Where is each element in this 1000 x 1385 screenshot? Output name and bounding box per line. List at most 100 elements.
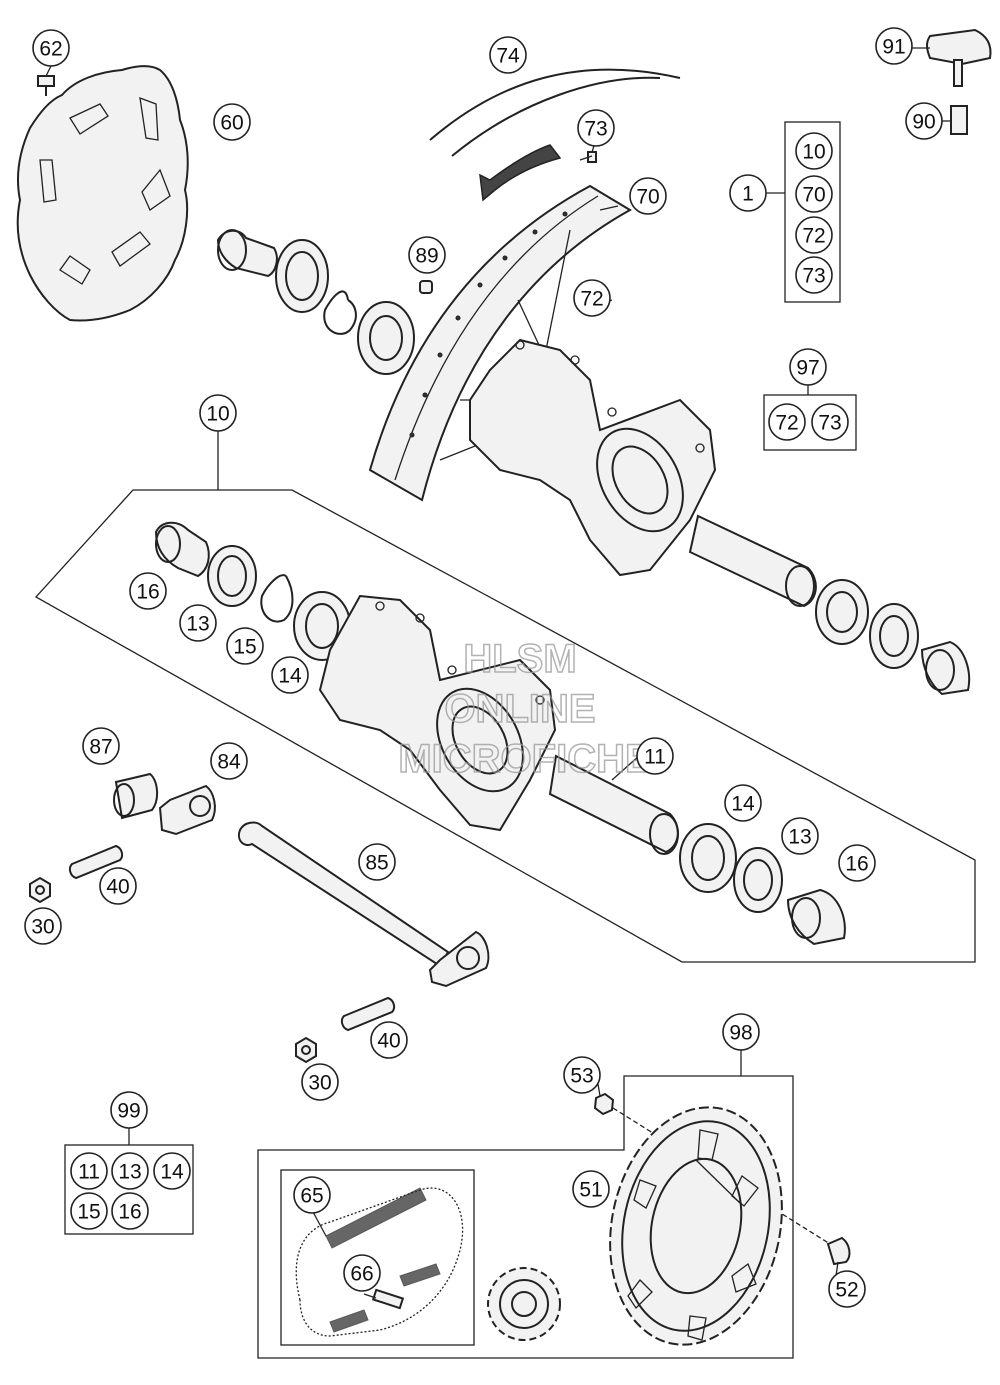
callout-circle (795, 175, 833, 213)
upper-spacer-right (920, 640, 970, 696)
chain-box (280, 1169, 475, 1346)
callout-circle (729, 174, 767, 212)
callout-70: 70 (629, 177, 667, 215)
callout-circle (795, 132, 833, 170)
callout-number: 16 (118, 1201, 141, 1224)
callout-40: 40 (99, 867, 137, 905)
callout-number: 10 (802, 141, 825, 164)
adjust-screw-40b (340, 996, 396, 1032)
spacer-16-left (154, 521, 210, 578)
callout-circle (179, 604, 217, 642)
callout-number: 62 (39, 38, 62, 61)
callout-circle (271, 656, 309, 694)
callout-circle (768, 403, 806, 441)
callout-90: 90 (905, 102, 943, 140)
rear-sprocket-51 (609, 1106, 783, 1346)
nut-30a (29, 876, 51, 904)
upper-hub (469, 338, 717, 577)
disc-bolt (37, 75, 55, 96)
nut-53 (593, 1092, 615, 1116)
callout-number: 70 (636, 186, 659, 209)
callout-number: 74 (496, 45, 520, 68)
callout-number: 89 (415, 245, 438, 268)
callout-number: 16 (845, 853, 868, 876)
callout-circle (358, 843, 396, 881)
chain-link-66 (329, 1263, 441, 1333)
callout-circle (789, 348, 827, 386)
callout-14: 14 (724, 784, 762, 822)
watermark-line1: HLSM (463, 637, 576, 681)
callout-13: 13 (781, 817, 819, 855)
callout-circle (111, 1192, 149, 1230)
callout-number: 40 (106, 876, 129, 899)
callout-30: 30 (301, 1063, 339, 1101)
callout-number: 14 (731, 793, 755, 816)
callout-66: 66 (343, 1254, 381, 1292)
callout-number: 73 (818, 412, 841, 435)
callout-16: 16 (129, 572, 167, 610)
hub-sleeve (548, 754, 679, 855)
callout-60: 60 (213, 103, 251, 141)
callout-circle (301, 1063, 339, 1101)
callout-number: 73 (584, 118, 607, 141)
callout-circle (572, 1170, 610, 1208)
callout-11: 11 (636, 737, 674, 775)
tire-valve-91 (926, 28, 992, 87)
callout-circle (828, 1270, 866, 1308)
callout-number: 10 (206, 403, 229, 426)
callout-circle (111, 1152, 149, 1190)
callout-51: 51 (572, 1170, 610, 1208)
callout-circle (213, 103, 251, 141)
callout-circle (722, 1013, 760, 1051)
chain-adjuster-84 (158, 784, 216, 836)
spacer-16-right (786, 888, 846, 946)
callout-number: 90 (912, 111, 935, 134)
callout-73: 73 (811, 403, 849, 441)
watermark: HLSM ONLINE MICROFICHE (398, 636, 653, 782)
callout-72: 72 (573, 279, 611, 317)
callout-number: 1 (742, 183, 754, 206)
upper-circlip (323, 290, 357, 335)
callout-number: 70 (802, 184, 825, 207)
circlip-15 (260, 574, 294, 623)
callout-number: 14 (160, 1161, 184, 1184)
callout-circle (489, 36, 527, 74)
callout-number: 97 (796, 357, 819, 380)
callout-number: 11 (644, 746, 666, 769)
callout-99: 99 (110, 1091, 148, 1129)
callout-number: 15 (233, 636, 256, 659)
callout-62: 62 (32, 29, 70, 67)
callout-89: 89 (408, 236, 446, 274)
seal-13-right (733, 847, 783, 913)
callout-number: 52 (835, 1279, 858, 1302)
callout-98: 98 (722, 1013, 760, 1051)
callout-number: 72 (802, 225, 825, 248)
callout-number: 13 (186, 613, 209, 636)
callout-circle (875, 27, 913, 65)
callout-circle (370, 1021, 408, 1059)
callout-number: 87 (89, 736, 112, 759)
callout-number: 53 (570, 1065, 593, 1088)
callout-70: 70 (795, 175, 833, 213)
callout-circle (82, 727, 120, 765)
callout-87: 87 (82, 727, 120, 765)
chain-adjuster-right (428, 930, 490, 988)
upper-bearing (357, 301, 415, 375)
callout-number: 85 (365, 852, 388, 875)
callout-14: 14 (153, 1152, 191, 1190)
upper-seal (275, 239, 329, 313)
callout-number: 65 (300, 1185, 323, 1208)
valve-nut-90 (950, 105, 968, 135)
callout-40: 40 (370, 1021, 408, 1059)
callout-circle (636, 737, 674, 775)
hub-kit-frame (34, 489, 976, 963)
callout-circle (99, 867, 137, 905)
callout-circle (629, 177, 667, 215)
chain-65 (295, 1187, 464, 1337)
callout-circle (573, 279, 611, 317)
callout-circle (408, 236, 446, 274)
callout-circle (32, 29, 70, 67)
callout-13: 13 (111, 1152, 149, 1190)
callout-circle (70, 1152, 108, 1190)
bearing-14-right (679, 823, 737, 893)
